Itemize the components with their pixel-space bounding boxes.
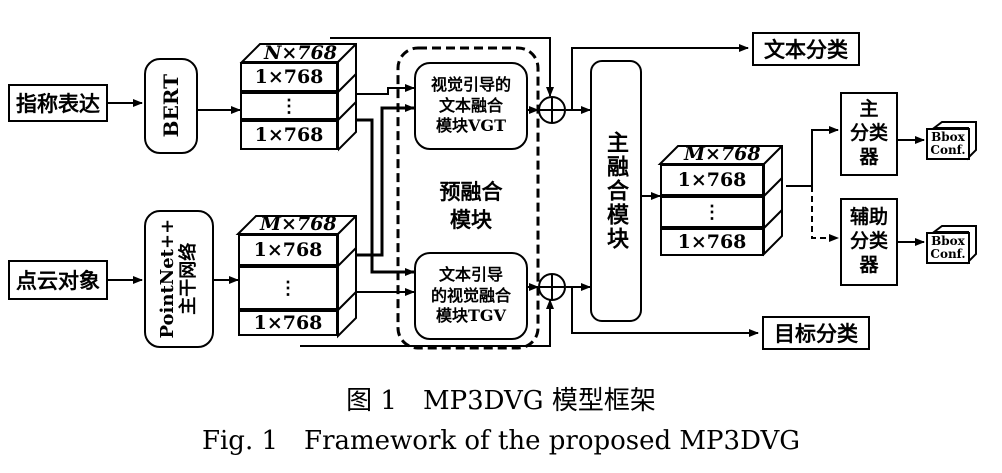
text-feature-stack: 1×768 ⋮ 1×768 — [240, 62, 338, 152]
main-fusion-module: 主融合模块 — [590, 60, 642, 322]
vgt-label-2: 文本融合 — [438, 95, 503, 115]
point-cloud-input: 点云对象 — [8, 260, 108, 300]
tgv-module: 文本引导 的视觉融合 模块TGV — [414, 252, 528, 340]
fused-feature-header: M×768 — [684, 143, 761, 165]
text-feature-row-3: 1×768 — [240, 120, 338, 150]
main-fusion-label: 主融合模块 — [603, 131, 629, 251]
backbone-label: 主干网络 — [178, 243, 199, 315]
bert-label: BERT — [159, 74, 183, 138]
prefusion-label: 预融合 模块 — [439, 179, 503, 233]
pointnet-label: PointNet++ — [157, 219, 179, 339]
text-classification-label: 文本分类 — [764, 37, 848, 62]
vgt-label-1: 视觉引导的 — [430, 74, 511, 94]
bbox-conf-main: Bbox Conf. — [926, 128, 970, 160]
vgt-module: 视觉引导的 文本融合 模块VGT — [414, 62, 528, 150]
fused-feature-row-3: 1×768 — [660, 228, 764, 256]
target-classification-label: 目标分类 — [774, 321, 858, 346]
tgv-label-3: 模块TGV — [436, 306, 506, 326]
referring-expression-label: 指称表达 — [16, 90, 100, 116]
fused-feature-row-ellipsis: ⋮ — [660, 196, 764, 228]
vgt-label-3: 模块VGT — [436, 116, 506, 136]
visual-feature-stack: 1×768 ⋮ 1×768 — [238, 234, 338, 336]
visual-feature-row-1: 1×768 — [238, 234, 338, 266]
referring-expression-input: 指称表达 — [8, 84, 108, 122]
caption-chinese: 图 1 MP3DVG 模型框架 — [346, 386, 656, 416]
pointnet-backbone: PointNet++ 主干网络 — [144, 210, 214, 348]
tgv-label-1: 文本引导 — [438, 264, 503, 284]
auxiliary-classifier: 辅助 分类 器 — [840, 198, 898, 286]
prefusion-dashed-frame — [396, 46, 540, 350]
text-feature-header: N×768 — [264, 42, 337, 64]
caption-english: Fig. 1 Framework of the proposed MP3DVG — [201, 426, 801, 456]
tgv-label-2: 的视觉融合 — [430, 285, 511, 305]
text-feature-row-ellipsis: ⋮ — [240, 92, 338, 120]
visual-feature-header: M×768 — [260, 213, 337, 235]
bert-encoder: BERT — [144, 58, 198, 154]
main-classifier: 主 分类 器 — [840, 92, 898, 176]
point-cloud-label: 点云对象 — [16, 267, 100, 293]
fused-feature-row-1: 1×768 — [660, 164, 764, 196]
text-feature-row-1: 1×768 — [240, 62, 338, 92]
text-classification-box: 文本分类 — [752, 32, 860, 66]
bbox-conf-auxiliary: Bbox Conf. — [926, 232, 970, 264]
visual-feature-row-3: 1×768 — [238, 310, 338, 336]
visual-feature-row-ellipsis: ⋮ — [238, 266, 338, 310]
fused-feature-stack: 1×768 ⋮ 1×768 — [660, 164, 764, 256]
target-classification-box: 目标分类 — [762, 316, 870, 350]
